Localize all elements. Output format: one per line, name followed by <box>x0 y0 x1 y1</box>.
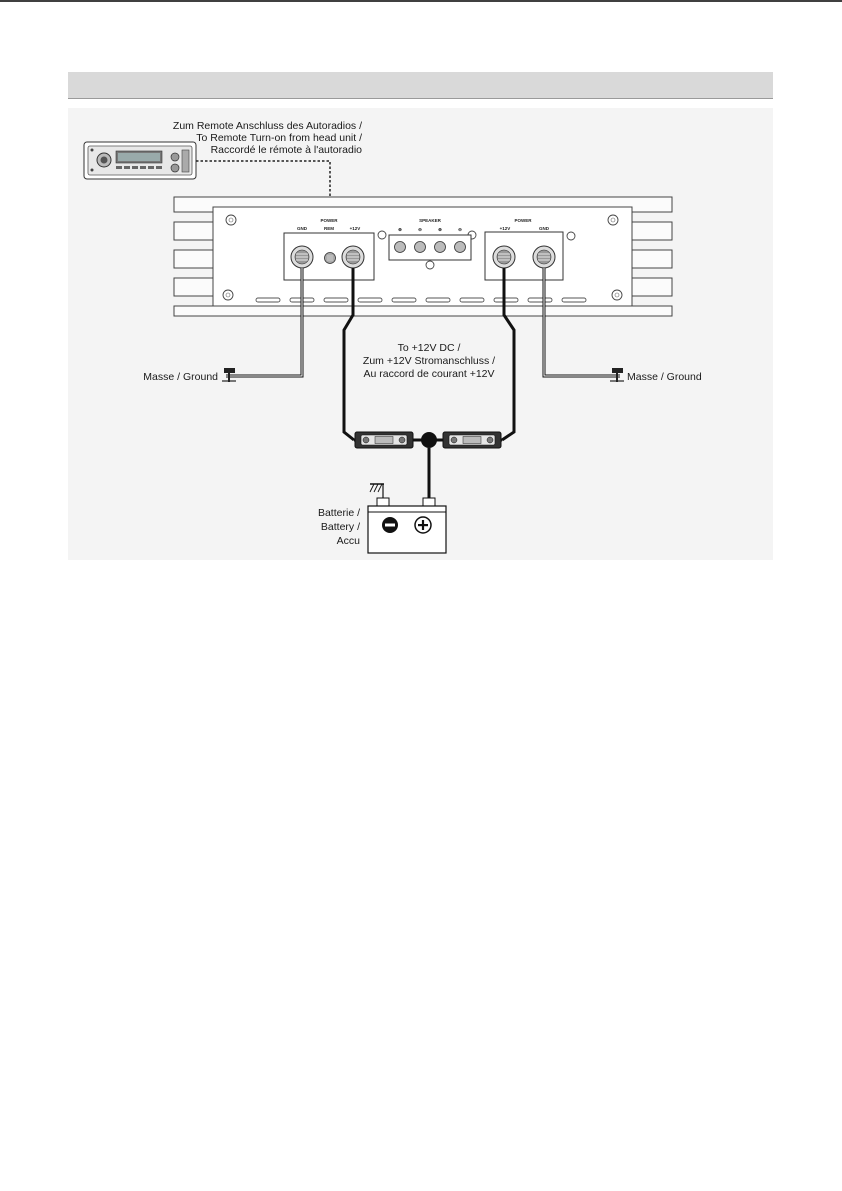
right-plus-terminal <box>493 246 515 268</box>
right-gnd-terminal <box>533 246 555 268</box>
head-unit <box>84 142 196 179</box>
speaker-term-3-label: ⊕ <box>438 227 442 232</box>
fuse-holder-left <box>355 432 413 448</box>
right-plus-label: +12V <box>500 226 511 231</box>
left-plus-terminal <box>342 246 364 268</box>
battery-label-line-1: Batterie / <box>318 507 360 519</box>
battery-label: Batterie / Battery / Accu <box>318 507 360 547</box>
left-power-title: POWER <box>320 218 338 223</box>
power-label: To +12V DC / Zum +12V Stromanschluss / A… <box>363 342 495 380</box>
power-label-line-1: To +12V DC / <box>398 342 461 354</box>
speaker-terminal <box>415 242 426 253</box>
speaker-terminal <box>435 242 446 253</box>
battery-label-line-2: Battery / <box>321 521 360 533</box>
battery-label-line-3: Accu <box>337 535 361 547</box>
left-plus-label: +12V <box>350 226 361 231</box>
remote-label-line-2: To Remote Turn-on from head unit / <box>196 132 362 144</box>
speaker-term-2-label: ⊖ <box>418 227 422 232</box>
left-rem-label: REM <box>324 226 334 231</box>
speaker-term-4-label: ⊖ <box>458 227 462 232</box>
power-label-line-3: Au raccord de courant +12V <box>363 368 494 380</box>
fuse-holder-right <box>443 432 501 448</box>
right-power-title: POWER <box>514 218 532 223</box>
right-gnd-label: GND <box>539 226 550 231</box>
amplifier: POWER GND REM +12V SPEAKER ⊕ <box>174 197 672 316</box>
ground-label-right: Masse / Ground <box>627 371 702 383</box>
left-rem-terminal <box>325 253 336 264</box>
speaker-terminal <box>395 242 406 253</box>
power-label-line-2: Zum +12V Stromanschluss / <box>363 355 495 367</box>
speaker-term-1-label: ⊕ <box>398 227 402 232</box>
speaker-terminal <box>455 242 466 253</box>
left-gnd-terminal <box>291 246 313 268</box>
ground-label-left: Masse / Ground <box>143 371 218 383</box>
left-gnd-label: GND <box>297 226 308 231</box>
speaker-title: SPEAKER <box>419 218 442 223</box>
remote-label-line-3: Raccordé le rémote à l'autoradio <box>211 144 363 156</box>
remote-label: Zum Remote Anschluss des Autoradios / To… <box>173 120 362 156</box>
remote-label-line-1: Zum Remote Anschluss des Autoradios / <box>173 120 362 132</box>
power-junction-node <box>421 432 437 448</box>
battery <box>368 484 446 553</box>
